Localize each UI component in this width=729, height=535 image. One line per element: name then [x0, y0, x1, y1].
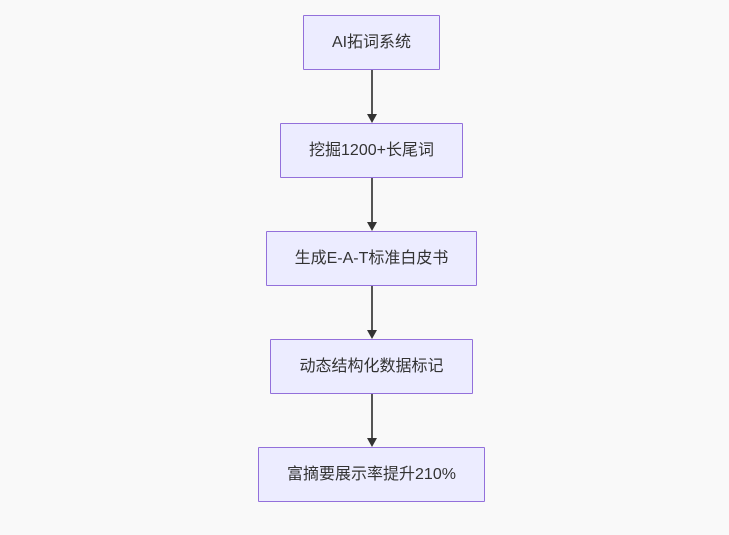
node-longtail-keyword-mining: 挖掘1200+长尾词 [280, 123, 463, 178]
flowchart: AI拓词系统 挖掘1200+长尾词 生成E-A-T标准白皮书 动态结构化数据标记… [7, 15, 729, 502]
arrow-down-icon [366, 114, 377, 123]
edge-d-to-e [366, 394, 378, 447]
arrow-down-icon [366, 438, 377, 447]
node-label: AI拓词系统 [331, 33, 412, 51]
edge-line [370, 178, 373, 222]
edge-line [370, 70, 373, 114]
edge-line [370, 394, 373, 438]
edge-line [370, 286, 373, 330]
node-eat-whitepaper-generation: 生成E-A-T标准白皮书 [265, 231, 478, 286]
edge-c-to-d [366, 286, 378, 339]
node-label: 富摘要展示率提升210% [287, 465, 456, 483]
node-label: 挖掘1200+长尾词 [309, 141, 434, 159]
edge-b-to-c [366, 178, 378, 231]
node-rich-snippet-rate-result: 富摘要展示率提升210% [258, 447, 485, 502]
node-label: 动态结构化数据标记 [299, 357, 444, 375]
node-dynamic-structured-data-markup: 动态结构化数据标记 [270, 339, 473, 394]
node-label: 生成E-A-T标准白皮书 [294, 249, 449, 267]
node-ai-word-expansion-system: AI拓词系统 [302, 15, 441, 70]
edge-a-to-b [366, 70, 378, 123]
arrow-down-icon [366, 222, 377, 231]
arrow-down-icon [366, 330, 377, 339]
